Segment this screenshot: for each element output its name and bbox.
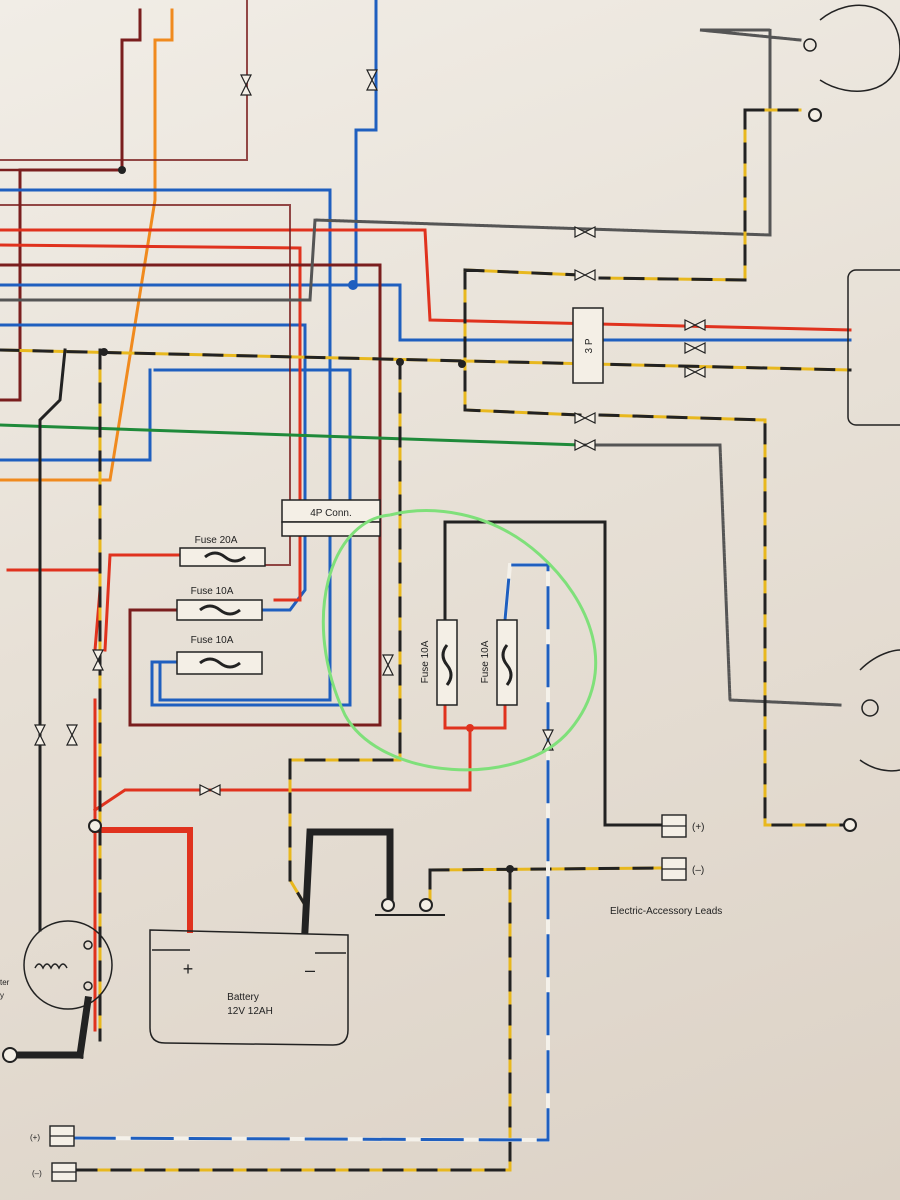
wire-black-white-dotted — [0, 28, 802, 302]
wire-blue-4 — [150, 368, 352, 707]
bottom-plus-label: (+) — [30, 1133, 40, 1142]
fuse-20a: Fuse 20A — [179, 535, 266, 567]
wire-brown-right — [0, 0, 248, 161]
fuse-10a-circled-2: Fuse 10A — [480, 619, 518, 706]
wire-red-top — [0, 228, 852, 332]
lamp-right — [859, 649, 900, 772]
wire-red-main — [92, 703, 507, 813]
wire-blue-long — [0, 188, 332, 702]
wire-blue-white-stripe — [63, 563, 550, 1142]
wire-blue-5 — [0, 368, 152, 462]
battery-plus-label: + — [183, 959, 194, 979]
bottom-leads: (+) (–) — [30, 1125, 77, 1182]
accessory-minus-label: (–) — [692, 865, 704, 876]
fuse-10a-circled-1: Fuse 10A — [420, 619, 458, 706]
battery: + – Battery 12V 12AH — [149, 929, 349, 1046]
fuse-10a-1: Fuse 10A — [176, 586, 263, 621]
highlight-circle — [321, 509, 598, 772]
battery-name: Battery — [227, 992, 259, 1003]
wire-black-ground — [6, 828, 394, 1059]
accessory-leads: (+) (–) Electric-Accessory Leads — [610, 814, 722, 917]
accessory-plus-label: (+) — [692, 822, 705, 833]
starter-relay — [23, 920, 113, 1010]
fuse-label: Fuse 10A — [191, 635, 234, 646]
wire-brown-loop — [0, 204, 291, 566]
wire-red-2 — [0, 243, 302, 602]
wire-red-left — [6, 568, 102, 652]
partial-label: ter — [0, 978, 10, 987]
partial-label: y — [0, 991, 4, 1000]
fuse-label: Fuse 10A — [191, 586, 234, 597]
fuse-label: Fuse 20A — [195, 535, 238, 546]
accessory-caption: Electric-Accessory Leads — [610, 906, 722, 917]
lamp-top-right — [803, 4, 900, 92]
wire-black-white-dotted-2 — [578, 443, 842, 707]
connector-4p-label: 4P Conn. — [310, 508, 352, 519]
wire-black-left — [38, 348, 67, 932]
wire-blue-main — [0, 0, 378, 287]
battery-minus-label: – — [305, 960, 315, 980]
connector-3p-label: 3 P — [584, 338, 595, 353]
connector-3p: 3 P — [572, 307, 604, 384]
fuse-label: Fuse 10A — [420, 640, 431, 683]
ground-symbol — [2, 108, 857, 1063]
wire-orange — [0, 8, 174, 482]
wire-brown-loop-2 — [0, 263, 382, 727]
wire-green — [0, 423, 582, 447]
fuse-label: Fuse 10A — [480, 640, 491, 683]
component-box-right — [847, 269, 900, 426]
wire-black-yellow — [0, 108, 852, 1172]
wire-blue-3 — [0, 323, 307, 612]
junction-dots — [100, 166, 514, 873]
wire-black-fuse — [443, 520, 662, 827]
fuse-10a-2: Fuse 10A — [176, 635, 263, 675]
battery-spec: 12V 12AH — [227, 1006, 273, 1017]
bottom-minus-label: (–) — [32, 1169, 42, 1178]
wire-red-fuse — [103, 553, 180, 652]
wire-blue-2 — [354, 283, 852, 342]
connector-4p: 4P Conn. — [281, 499, 381, 537]
wire-red-battery — [92, 827, 193, 933]
